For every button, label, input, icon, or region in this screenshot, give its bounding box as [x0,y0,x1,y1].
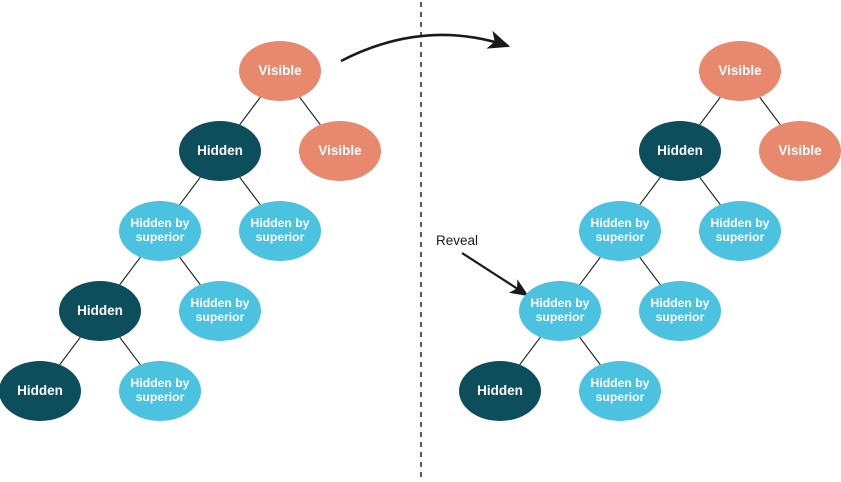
tree-edge [699,176,721,206]
tree-node-label: Visible [258,63,302,79]
tree-node-label: Hidden [77,303,123,319]
tree-edge [239,96,261,126]
tree-node-label: Visible [718,63,762,79]
tree-edge [239,176,261,206]
tree-edge [179,176,201,206]
tree-edge [639,176,661,206]
tree-node-hidden[interactable]: Hidden [639,121,721,181]
reveal-annotation-label: Reveal [436,233,479,248]
tree-node-label: Visible [778,143,822,159]
tree-edge [59,336,81,366]
tree-node-hidden[interactable]: Hidden [459,361,541,421]
tree-edge [579,336,601,366]
tree-node-hidden[interactable]: Hidden [59,281,141,341]
tree-edge [299,96,321,126]
tree-node-label: Hidden [477,383,523,399]
tree-node-hidden[interactable]: Hidden [179,121,261,181]
tree-edge [699,96,721,126]
tree-edge [179,256,201,286]
tree-edge [119,336,141,366]
tree-node-visible[interactable]: Visible [299,121,381,181]
tree-node-visible[interactable]: Visible [699,41,781,101]
tree-edge [119,256,141,286]
tree-edge [519,336,541,366]
tree-node-label: Visible [318,143,362,159]
tree-edge [639,256,661,286]
right-tree-edges [519,96,781,366]
transition-arrow-icon [340,30,511,63]
tree-edge [579,256,601,286]
reveal-arrow-icon [461,252,529,297]
tree-node-label: Hidden [657,143,703,159]
tree-edge [759,96,781,126]
tree-node-visible[interactable]: Visible [239,41,321,101]
tree-node-label: Hidden [197,143,243,159]
tree-node-visible[interactable]: Visible [759,121,841,181]
tree-node-label: Hidden [17,383,63,399]
tree-node-hidden[interactable]: Hidden [0,361,81,421]
left-tree-edges [59,96,321,366]
